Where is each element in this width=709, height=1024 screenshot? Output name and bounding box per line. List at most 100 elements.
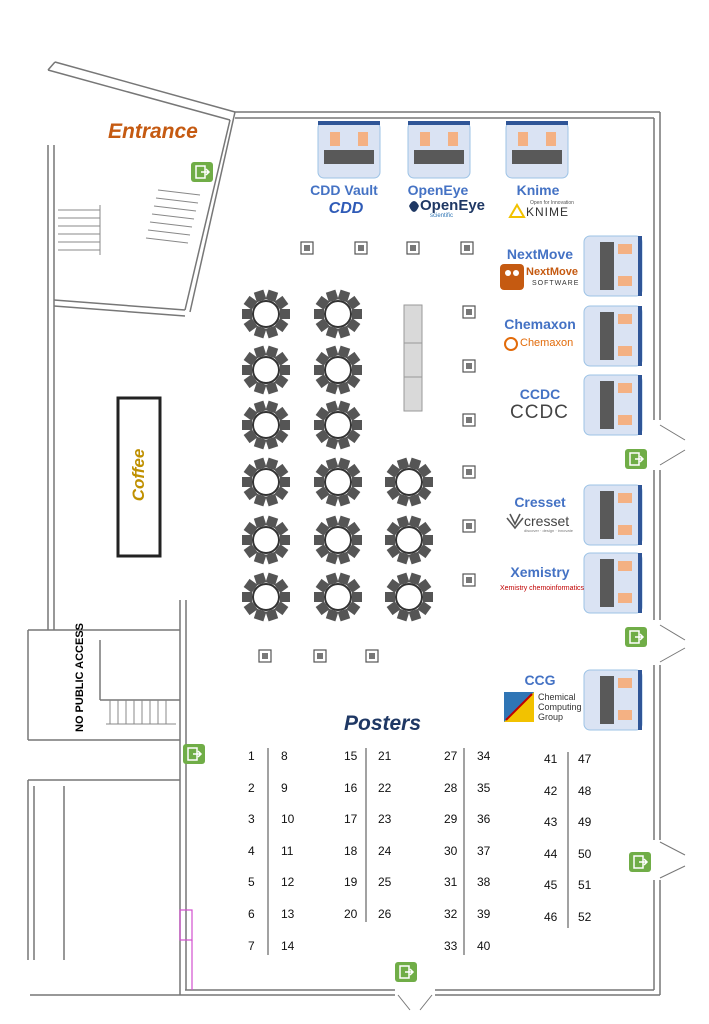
- vendor-logo-ccdc: CCDC: [510, 402, 569, 423]
- poster-number: 8: [281, 749, 288, 763]
- vendor-logo-knime-sub: Open for Innovation: [530, 200, 574, 206]
- round-table-icon: [314, 289, 362, 339]
- pillar-icon: [406, 241, 420, 255]
- poster-number: 13: [281, 907, 295, 921]
- pillar-icon: [300, 241, 314, 255]
- poster-number: 20: [344, 907, 358, 921]
- poster-number: 18: [344, 843, 358, 858]
- pillar-icon: [462, 305, 476, 319]
- poster-number: 42: [544, 783, 558, 798]
- round-table-icon: [314, 457, 362, 507]
- poster-number: 11: [281, 843, 294, 858]
- booth-icon: [583, 235, 643, 297]
- poster-number: 31: [444, 875, 458, 890]
- vendor-logo-cresset: cresset: [524, 513, 570, 529]
- vendor-name-ccdc: CCDC: [519, 386, 561, 402]
- pillar-icon: [462, 573, 476, 587]
- poster-number: 47: [578, 752, 592, 766]
- poster-number: 7: [248, 938, 255, 953]
- poster-number: 23: [378, 812, 392, 827]
- exit-icon: [395, 962, 417, 982]
- poster-number: 12: [281, 875, 295, 890]
- poster-number: 36: [477, 812, 491, 827]
- poster-number: 15: [344, 749, 358, 763]
- stairs: [58, 189, 201, 725]
- exit-icon: [629, 852, 651, 872]
- pillar-icon: [354, 241, 368, 255]
- booth-icon: [583, 484, 643, 546]
- chemaxon-logo-icon: [504, 337, 518, 351]
- booth-icon: [583, 669, 643, 731]
- poster-number: 26: [378, 907, 392, 921]
- poster-number: 52: [578, 910, 592, 924]
- vendor-logo-nextmove: NextMove: [526, 266, 578, 278]
- poster-number: 2: [248, 780, 255, 795]
- round-table-icon: [242, 289, 290, 339]
- knime-logo-icon: [508, 203, 526, 218]
- round-table-icon: [314, 572, 362, 622]
- pillar-icon: [462, 359, 476, 373]
- poster-number: 32: [444, 907, 458, 921]
- poster-number: 27: [444, 749, 458, 763]
- round-table-icon: [242, 400, 290, 450]
- vendor-logo-openeye: OpenEye: [420, 197, 486, 214]
- poster-number: 29: [444, 812, 458, 827]
- booth-icon: [583, 552, 643, 614]
- vendor-name-openeye: OpenEye: [407, 182, 469, 198]
- exit-icon: [625, 627, 647, 647]
- vendor-logo-openeye-sub: scientific: [430, 213, 454, 219]
- vendor-logo-knime: KNIME: [526, 205, 570, 219]
- pillar-icon: [313, 649, 327, 663]
- poster-number: 38: [477, 875, 491, 890]
- poster-dividers: [267, 748, 569, 955]
- poster-number: 17: [344, 812, 358, 827]
- poster-number: 39: [477, 907, 491, 921]
- vendor-name-ccg: CCG: [524, 672, 556, 688]
- poster-number: 9: [281, 780, 288, 795]
- poster-number: 41: [544, 752, 558, 766]
- poster-number: 10: [281, 812, 295, 827]
- walls: [27, 61, 661, 996]
- booth-icon: [407, 121, 471, 179]
- poster-number: 49: [578, 815, 592, 830]
- round-table-icon: [385, 572, 433, 622]
- poster-number: 44: [544, 846, 558, 861]
- vendor-logo-xemistry: Xemistry chemoinformatics: [500, 585, 585, 592]
- poster-number: 28: [444, 780, 458, 795]
- round-table-icon: [385, 515, 433, 565]
- exit-signs: [183, 162, 651, 982]
- poster-number: 4: [248, 843, 255, 858]
- posters-label: Posters: [344, 712, 422, 735]
- poster-number: 33: [444, 938, 458, 953]
- no-public-access-label: NO PUBLIC ACCESS: [74, 623, 86, 732]
- vendor-name-knime: Knime: [516, 182, 560, 198]
- booth-icon: [583, 305, 643, 367]
- poster-number: 1: [248, 749, 255, 763]
- pillar-icon: [460, 241, 474, 255]
- pillars: [258, 241, 476, 663]
- round-table-icon: [314, 345, 362, 395]
- vendor-name-cresset: Cresset: [514, 494, 566, 510]
- booth-icon: [505, 121, 569, 179]
- center-tables: [403, 304, 423, 412]
- booth-icon: [317, 121, 381, 179]
- pillar-icon: [365, 649, 379, 663]
- round-table-icon: [242, 345, 290, 395]
- poster-number: 25: [378, 875, 392, 890]
- vendor-logo-nextmove-sub: SOFTWARE: [532, 280, 580, 287]
- round-table-icon: [242, 572, 290, 622]
- poster-number: 34: [477, 749, 491, 763]
- booth-icon: [583, 374, 643, 436]
- openeye-logo-icon: [409, 201, 419, 212]
- round-table-icon: [314, 515, 362, 565]
- pink-marker: [179, 909, 193, 990]
- pillar-icon: [462, 413, 476, 427]
- poster-number: 46: [544, 910, 558, 924]
- round-table-icon: [314, 400, 362, 450]
- poster-number: 35: [477, 780, 491, 795]
- vendor-name-xemistry: Xemistry: [510, 564, 570, 580]
- pillar-icon: [462, 519, 476, 533]
- poster-number: 48: [578, 783, 592, 798]
- round-table-icon: [242, 457, 290, 507]
